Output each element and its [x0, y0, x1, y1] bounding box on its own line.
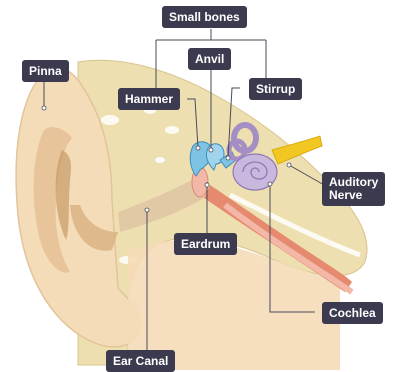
bone-cavity [165, 126, 179, 134]
bone-cavity [155, 157, 165, 163]
label-stirrup: Stirrup [249, 78, 302, 100]
label-eardrum: Eardrum [174, 233, 237, 255]
label-pinna: Pinna [22, 60, 69, 82]
label-auditory-nerve-line2: Nerve [329, 189, 378, 202]
label-cochlea: Cochlea [322, 302, 383, 324]
bone-cavity [101, 115, 119, 125]
label-ear-canal: Ear Canal [106, 350, 175, 372]
label-auditory-nerve: Auditory Nerve [322, 172, 385, 206]
label-small-bones: Small bones [162, 6, 247, 28]
label-anvil: Anvil [188, 48, 231, 70]
label-hammer: Hammer [118, 88, 180, 110]
